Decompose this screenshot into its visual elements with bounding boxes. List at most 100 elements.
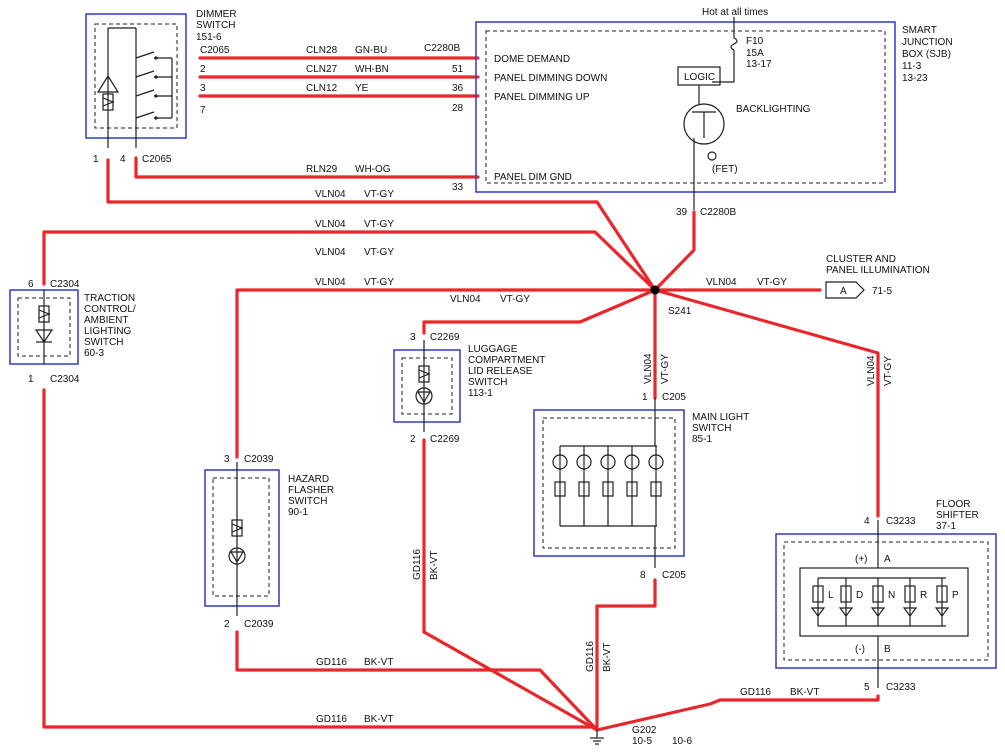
main-light-elements (552, 446, 664, 526)
sjb-name-1: SMART (902, 25, 937, 36)
luggage-name-3: LID RELEASE (468, 366, 533, 377)
label-cln27: CLN27 (306, 64, 338, 75)
traction-ref: 60-3 (84, 348, 104, 359)
hazard-flasher-switch: 3 C2039 2 C2039 HAZARD FLASHER SWITCH 90… (204, 454, 334, 630)
sjb-name-3: BOX (SJB) (902, 49, 951, 60)
label-gd116-e: GD116 (585, 641, 596, 672)
label-wh-og: WH-OG (355, 164, 391, 175)
ground-label: G202 (632, 725, 657, 736)
sjb-name-2: JUNCTION (902, 37, 953, 48)
sjb-connector-bottom: C2280B (700, 207, 736, 218)
dimmer-name-2: SWITCH (196, 20, 235, 31)
sjb-fet: (FET) (712, 164, 738, 175)
sjb-pin-dim-up: PANEL DIMMING UP (494, 92, 590, 103)
sjb-backlighting: BACKLIGHTING (736, 104, 811, 115)
label-gd116-c: GD116 (740, 687, 771, 698)
ground-ref-1: 10-5 (632, 736, 652, 747)
wire-gd116-luggage-b (422, 630, 599, 732)
traction-name-4: LIGHTING (84, 326, 131, 337)
label-vln04-c: VLN04 (315, 247, 346, 258)
floor-a: A (884, 554, 891, 565)
wires (42, 56, 880, 732)
cluster-name-1: CLUSTER AND (826, 254, 896, 265)
main-light-connector-top: C205 (662, 392, 686, 403)
label-cln28: CLN28 (306, 45, 338, 56)
luggage-connector-bottom: C2269 (430, 434, 460, 445)
floor-gear-d: D (856, 590, 863, 601)
traction-connector-top: C2304 (50, 279, 80, 290)
label-vln04-h: VLN04 (866, 355, 877, 386)
dimmer-connector-bottom: C2065 (142, 154, 172, 165)
sjb-logic: LOGIC (684, 72, 715, 83)
traction-pin-6: 6 (28, 279, 34, 290)
sjb-pin-36: 36 (452, 83, 464, 94)
luggage-name-1: LUGGAGE (468, 344, 518, 355)
floor-name-2: SHIFTER (936, 510, 979, 521)
sjb-fuse-ref: 13-17 (746, 59, 772, 70)
label-gd116-d: GD116 (412, 549, 423, 580)
label-vt-gy-g: VT-GY (660, 354, 671, 384)
floor-gear-n: N (888, 590, 895, 601)
label-vt-gy-d: VT-GY (364, 277, 394, 288)
wire-vln04-sjb (653, 210, 696, 292)
ground-ref-2: 10-6 (672, 736, 692, 747)
label-vln04-g: VLN04 (643, 353, 654, 384)
sjb-connector-top: C2280B (424, 43, 460, 54)
floor-gear-l: L (828, 590, 834, 601)
dimmer-switch: DIMMER SWITCH 151-6 C2065 2 3 7 1 4 C206… (85, 9, 237, 165)
main-light-pin-1: 1 (642, 392, 648, 403)
sjb-fuse-rating: 15A (746, 48, 764, 59)
cluster-ref: 71-5 (872, 286, 892, 297)
hazard-ref: 90-1 (288, 507, 308, 518)
wire-vln04-hazard (235, 288, 822, 459)
label-gd116-a: GD116 (316, 657, 347, 668)
ground-g202: G202 10-5 10-6 (590, 725, 692, 747)
label-bk-vt-e: BK-VT (602, 643, 613, 672)
label-gn-bu: GN-BU (355, 45, 387, 56)
sjb-ref-2: 13-23 (902, 73, 928, 84)
floor-ref: 37-1 (936, 521, 956, 532)
label-bk-vt-d: BK-VT (429, 551, 440, 580)
hazard-name-2: FLASHER (288, 485, 334, 496)
dimmer-pin-7: 7 (200, 105, 206, 116)
label-vt-gy-f: VT-GY (757, 277, 787, 288)
sjb-pin-33: 33 (452, 182, 464, 193)
traction-pin-1: 1 (28, 374, 34, 385)
wire-gd116-hazard (235, 630, 599, 732)
traction-name-3: AMBIENT (84, 315, 128, 326)
sjb-pin-dim-gnd: PANEL DIM GND (494, 172, 572, 183)
luggage-pin-2: 2 (410, 434, 416, 445)
sjb-pin-dome: DOME DEMAND (494, 54, 570, 65)
luggage-connector-top: C2269 (430, 332, 460, 343)
floor-plus: (+) (855, 554, 868, 565)
label-bk-vt-a: BK-VT (364, 657, 393, 668)
main-light-name-1: MAIN LIGHT (692, 412, 749, 423)
label-vln04-d: VLN04 (315, 277, 346, 288)
label-vt-gy-a: VT-GY (364, 189, 394, 200)
luggage-name-4: SWITCH (468, 377, 507, 388)
label-bk-vt-c: BK-VT (790, 687, 819, 698)
wire-gd116-traction (42, 388, 599, 729)
floor-gear-p: P (952, 590, 959, 601)
splice-label: S241 (668, 306, 692, 317)
label-vln04-a: VLN04 (315, 189, 346, 200)
wire-gd116-main (595, 578, 657, 732)
luggage-ref: 113-1 (468, 388, 493, 399)
label-rln29: RLN29 (306, 164, 338, 175)
hazard-name-3: SWITCH (288, 496, 327, 507)
sjb-fuse: F10 (746, 36, 764, 47)
dimmer-pin-1: 1 (93, 154, 99, 165)
dimmer-connector-top: C2065 (200, 45, 230, 56)
hazard-connector-bottom: C2039 (244, 619, 274, 630)
floor-connector-bottom: C3233 (886, 682, 916, 693)
wire-vln04-floor (653, 288, 880, 518)
floor-connector-top: C3233 (886, 516, 916, 527)
traction-name-1: TRACTION (84, 293, 135, 304)
wire-vln04-luggage (422, 288, 657, 335)
label-vln04-f: VLN04 (706, 277, 737, 288)
label-vln04-b: VLN04 (315, 219, 346, 230)
wire-gd116-floor (595, 694, 880, 732)
splice-s241 (650, 285, 660, 295)
floor-minus: (-) (855, 644, 865, 655)
